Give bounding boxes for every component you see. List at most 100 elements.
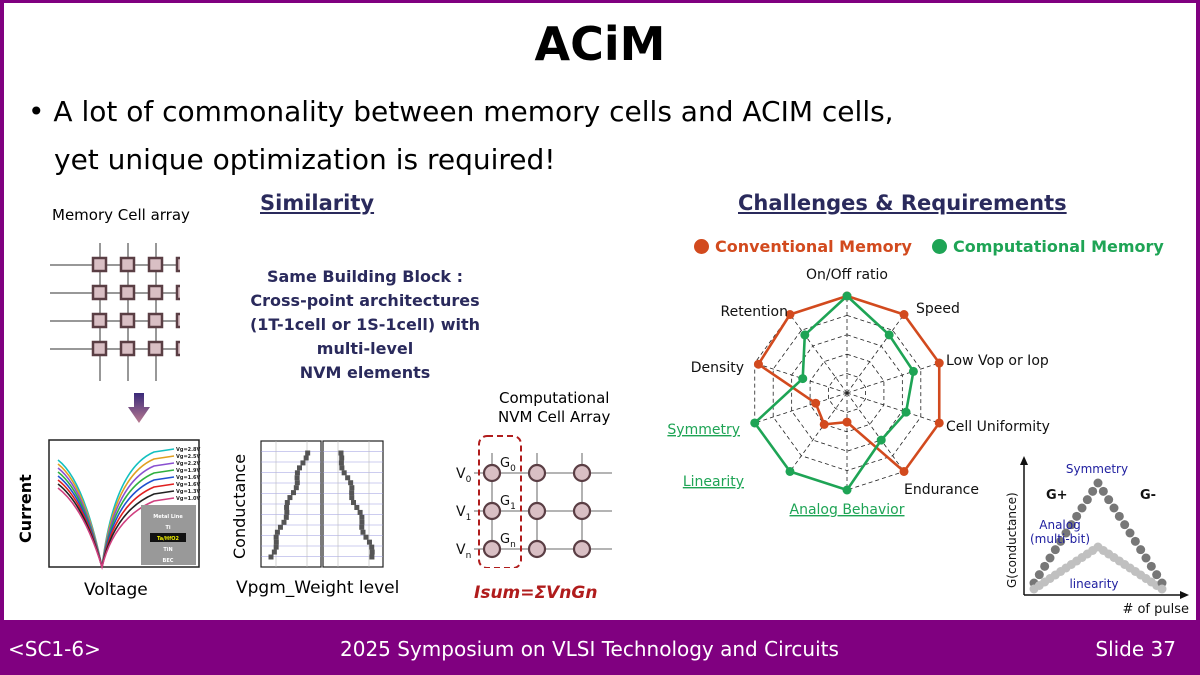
nvm-title-line: Computational <box>498 389 610 407</box>
cell-conductance-label: G1 <box>500 494 516 512</box>
data-point-dark <box>1130 536 1140 546</box>
data-point <box>287 495 293 501</box>
radar-point <box>785 466 795 476</box>
nvm-title-line: NVM Cell Array <box>498 408 611 426</box>
data-point <box>277 524 283 530</box>
footer-slide-number: Slide 37 <box>1095 637 1176 661</box>
radar-point <box>934 418 944 428</box>
radar-axis-label: Cell Uniformity <box>946 419 1050 435</box>
radar-spoke <box>789 392 848 472</box>
memory-cell <box>147 256 164 273</box>
y-axis-arrow-icon <box>1020 456 1028 465</box>
radar-ring <box>809 353 885 433</box>
legend-conventional: Conventional Memory <box>694 237 912 256</box>
radar-axis-label: Density <box>691 360 744 376</box>
iv-legend-label: Vg=1.0V <box>176 496 200 502</box>
nvm-cell <box>482 539 502 559</box>
cell-conductance-label: G0 <box>500 456 516 474</box>
radar-series-line <box>753 294 915 492</box>
data-point <box>283 514 289 520</box>
radar-ring <box>754 295 940 491</box>
radar-spoke <box>846 392 940 424</box>
radar-spoke <box>846 314 905 394</box>
data-point <box>294 470 300 476</box>
y-axis-label: G(conductance) <box>1005 492 1019 588</box>
legend-label: Computational Memory <box>953 237 1164 256</box>
memory-cell <box>91 284 108 301</box>
radar-series-line <box>756 294 941 474</box>
data-point <box>273 539 279 545</box>
inset-dark-layer <box>150 533 186 542</box>
data-point <box>349 490 355 496</box>
inset-layer-label: BEC <box>163 558 174 564</box>
data-point-dark <box>1146 561 1156 571</box>
legend-marker-icon <box>694 239 709 254</box>
radar-point <box>753 359 763 369</box>
g-minus-label: G- <box>1140 488 1156 503</box>
radar-axis-label: Retention <box>720 304 788 320</box>
data-point <box>296 465 302 471</box>
inset-layer-label: Ti <box>165 525 170 531</box>
memory-cell <box>147 284 164 301</box>
data-point-dark <box>1136 545 1146 555</box>
radar-axis-label: On/Off ratio <box>806 267 888 283</box>
legend-marker-icon <box>932 239 947 254</box>
memory-cell <box>147 312 164 329</box>
radar-axis-label: Analog Behavior <box>790 502 905 518</box>
slide-title: ACiM <box>534 17 666 71</box>
data-point-dark <box>1045 553 1055 563</box>
data-point <box>273 534 279 540</box>
challenges-heading: Challenges & Requirements <box>738 191 1067 215</box>
data-point-dark <box>1125 528 1135 538</box>
data-point-dark <box>1061 528 1071 538</box>
data-point <box>341 470 347 476</box>
data-point <box>284 509 290 515</box>
radar-axis-label: Linearity <box>683 474 744 490</box>
data-point <box>294 480 300 486</box>
row-voltage-label: V0 <box>456 466 472 485</box>
radar-spoke <box>846 362 940 394</box>
conductance-plot <box>260 440 384 568</box>
x-axis-arrow-icon <box>1180 591 1189 599</box>
iv-legend-label: Vg=1.9V <box>176 468 200 474</box>
down-arrow-icon <box>128 393 150 423</box>
data-point <box>351 500 357 506</box>
bullet-line-2: yet unique optimization is required! <box>54 143 556 176</box>
data-point-dark <box>1040 561 1050 571</box>
radar-axis-label: Symmetry <box>667 422 740 438</box>
radar-point <box>934 358 944 368</box>
data-point <box>349 495 355 501</box>
data-point <box>339 455 345 461</box>
data-point-dark <box>1082 495 1092 505</box>
x-axis-label: # of pulse <box>1122 602 1189 617</box>
memory-cell <box>147 340 164 357</box>
inset-layer-label: TiN <box>163 547 172 553</box>
data-point-dark <box>1114 511 1124 521</box>
analog-label: (multi-bit) <box>1030 532 1090 546</box>
data-point <box>338 460 344 466</box>
nvm-cell <box>572 501 592 521</box>
memory-cell <box>175 312 180 329</box>
radar-point <box>884 330 894 340</box>
conductance-ylabel: Conductance <box>230 453 249 559</box>
radar-point <box>899 310 909 320</box>
iv-curve-plot: Vg=2.8VVg=2.5VVg=2.2VVg=1.9VVg=1.6VVg=1.… <box>48 439 200 570</box>
data-point <box>369 549 375 555</box>
symmetry-label: Symmetry <box>1066 462 1128 476</box>
similarity-heading: Similarity <box>260 191 375 215</box>
linearity-label: linearity <box>1069 577 1118 591</box>
nvm-cell <box>527 501 547 521</box>
data-point <box>339 465 345 471</box>
data-point <box>291 490 297 496</box>
data-point-dark <box>1120 520 1130 530</box>
isum-equation: Isum=ΣVnGn <box>474 583 598 603</box>
row-voltage-label: Vn <box>456 542 471 561</box>
conductance-xlabel: Vpgm_Weight level <box>236 578 400 598</box>
iv-legend-label: Vg=1.6V <box>176 482 200 488</box>
column-selection-box <box>478 435 522 568</box>
data-point-light <box>1157 584 1167 594</box>
nvm-array-title: Computational NVM Cell Array <box>498 389 610 427</box>
nvm-cell <box>572 463 592 483</box>
data-point <box>348 480 354 486</box>
